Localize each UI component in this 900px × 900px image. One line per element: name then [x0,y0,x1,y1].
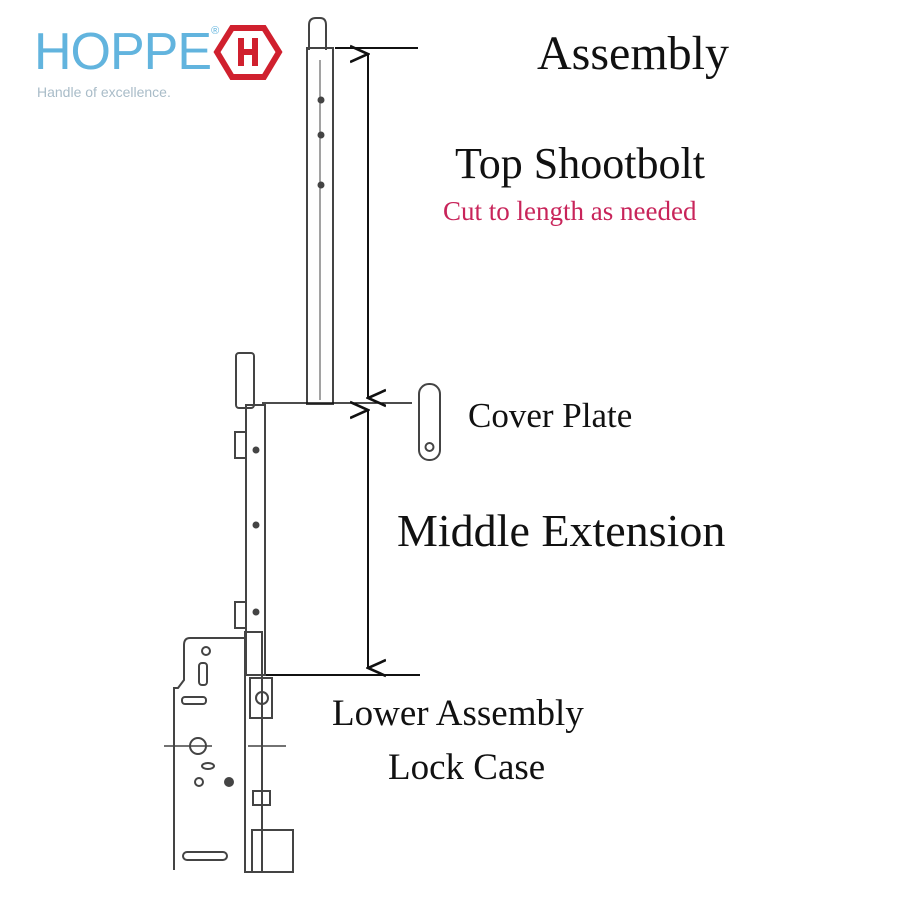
hoppe-hex-logo-icon [213,25,283,80]
top-shootbolt-part [306,17,334,405]
label-assembly: Assembly [537,27,729,80]
label-middle-extension: Middle Extension [397,505,726,556]
logo-registered: ® [211,25,219,37]
label-top-shootbolt: Top Shootbolt [455,139,705,188]
logo-tagline: Handle of excellence. [37,84,171,100]
label-cut-note: Cut to length as needed [443,196,697,226]
lock-case-part [164,631,294,873]
middle-extension-part [234,352,266,676]
cover-plate-part [418,383,441,461]
label-lock-case: Lock Case [388,747,546,788]
logo-brand: HOPPE [34,23,212,81]
label-cover-plate: Cover Plate [468,396,633,435]
dimension-lines [262,48,420,675]
label-lower-assembly: Lower Assembly [332,693,584,734]
